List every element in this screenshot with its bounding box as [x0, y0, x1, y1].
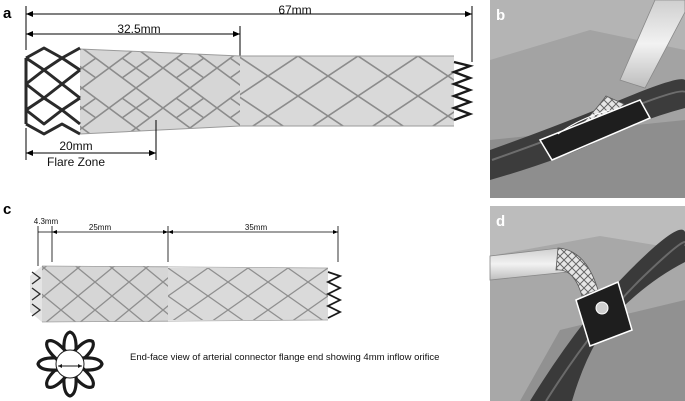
stent-c: [30, 265, 343, 323]
dimension-upper: 32.5mm: [26, 22, 241, 58]
panel-c-label: c: [3, 201, 11, 218]
flange-petal: [62, 374, 78, 398]
dimension-right-text: 35mm: [245, 223, 268, 232]
flange-petal: [80, 356, 104, 372]
panel-b: b: [490, 0, 685, 198]
panel-b-label: b: [496, 7, 505, 24]
dimension-small-text: 4.3mm: [34, 217, 59, 226]
flare-zone-label: Flare Zone: [47, 155, 105, 169]
dimension-mid-text: 25mm: [89, 223, 112, 232]
end-spring-c: [325, 271, 343, 319]
panel-a: a 67mm 32.5mm: [3, 3, 475, 169]
end-spring-a: [450, 60, 475, 122]
end-face-flange-icon: [36, 330, 104, 398]
dimension-flare: 20mm Flare Zone: [25, 120, 157, 169]
flange-petal: [36, 356, 60, 372]
panel-d-label: d: [496, 213, 505, 230]
dimension-total: 67mm: [25, 3, 473, 62]
dimension-flare-text: 20mm: [59, 139, 92, 153]
dimension-upper-text: 32.5mm: [117, 22, 160, 36]
stent-a: [24, 46, 475, 136]
flange-wire-a: [24, 46, 81, 136]
end-face-caption: End-face view of arterial connector flan…: [130, 352, 439, 363]
panel-c: c 4.3mm 25mm 35mm: [3, 201, 439, 398]
dimension-c: 4.3mm 25mm 35mm: [34, 217, 339, 266]
panel-a-label: a: [3, 5, 12, 22]
flange-petal: [62, 330, 78, 354]
dimension-total-text: 67mm: [278, 3, 311, 17]
panel-d: d: [489, 206, 685, 401]
